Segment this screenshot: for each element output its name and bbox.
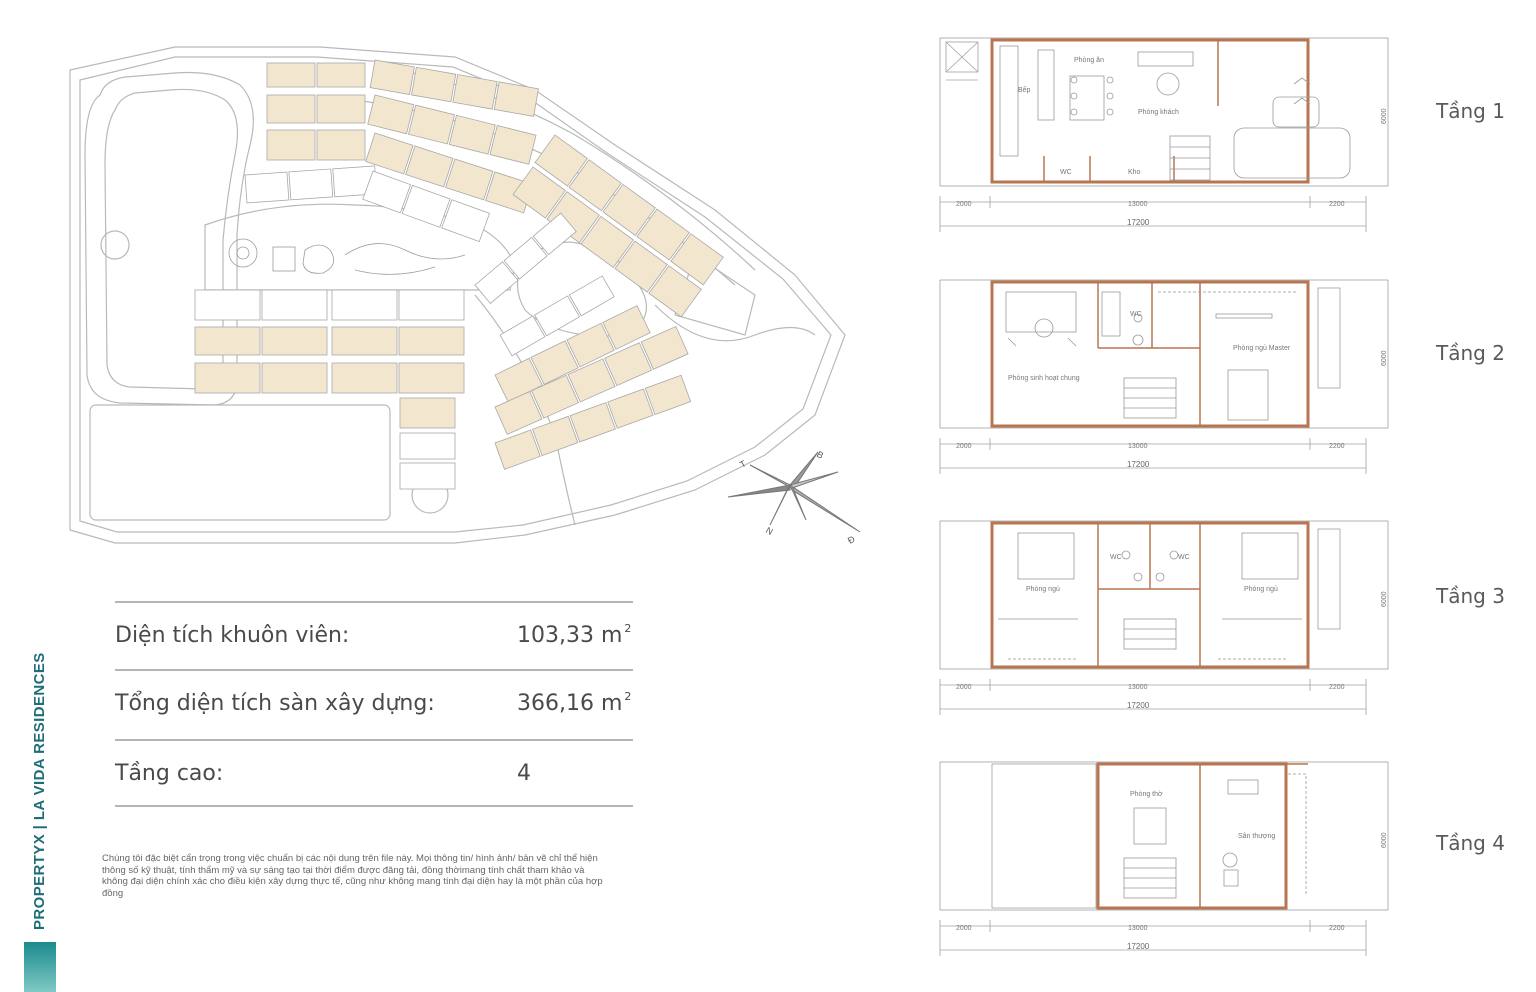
room-label: Bếp (1018, 85, 1031, 94)
floor-label-3: Tầng 3 (1436, 584, 1505, 608)
brand-accent-bar (24, 942, 56, 992)
brand-vertical-label: PROPERTYX | LA VIDA RESIDENCES (28, 600, 52, 930)
dim-total: 17200 (1127, 218, 1150, 227)
floor-plan-2: WC Phòng ngủ Master Phòng sinh hoạt chun… (939, 279, 1389, 474)
compass-letter-b: B (815, 449, 825, 461)
dim-depth: 6000 (1381, 108, 1388, 124)
room-label: Phòng thờ (1130, 791, 1163, 798)
dim-mid: 13000 (1128, 201, 1148, 208)
room-label: WC (1178, 554, 1190, 561)
dim-left: 2000 (956, 925, 972, 932)
room-label: Phòng ngủ (1244, 585, 1278, 593)
spec-row-floors: Tầng cao: 4 (115, 739, 633, 807)
compass-letter-d: Đ (846, 534, 857, 546)
dim-depth: 6000 (1381, 350, 1388, 366)
dim-right: 2200 (1329, 201, 1345, 208)
floor-label-2: Tầng 2 (1436, 341, 1505, 365)
dim-mid: 13000 (1128, 443, 1148, 450)
room-label: Kho (1128, 169, 1141, 176)
dim-mid: 13000 (1128, 925, 1148, 932)
floor-plan-3: WC WC Phòng ngủ Phòng ngủ 2000 13000 220… (939, 520, 1389, 715)
room-label: Phòng khách (1138, 109, 1179, 116)
room-label: WC (1060, 169, 1072, 176)
dim-depth: 6000 (1381, 832, 1388, 848)
site-master-plan (69, 46, 846, 544)
room-label: WC (1130, 311, 1142, 318)
dim-right: 2200 (1329, 925, 1345, 932)
room-label: Sân thượng (1238, 833, 1275, 840)
floor-label-4: Tầng 4 (1436, 831, 1505, 855)
dim-total: 17200 (1127, 460, 1150, 469)
room-label: WC (1110, 554, 1122, 561)
room-label: Phòng ngủ (1026, 585, 1060, 593)
room-label: Phòng ăn (1074, 57, 1104, 64)
spec-value: 4 (517, 761, 531, 786)
dim-right: 2200 (1329, 443, 1345, 450)
spec-label: Tổng diện tích sàn xây dựng: (115, 691, 435, 716)
floor-plan-1: Phòng ăn Bếp Phòng khách WC Kho 2000 130… (939, 37, 1389, 232)
dim-left: 2000 (956, 684, 972, 691)
dim-right: 2200 (1329, 684, 1345, 691)
room-label: Phòng sinh hoạt chung (1008, 375, 1080, 382)
room-label: Phòng ngủ Master (1233, 344, 1291, 352)
floor-label-1: Tầng 1 (1436, 99, 1505, 123)
dim-left: 2000 (956, 201, 972, 208)
disclaimer-text: Chúng tôi đặc biệt cẩn trọng trong việc … (102, 853, 603, 899)
dim-mid: 13000 (1128, 684, 1148, 691)
spec-label: Tầng cao: (115, 761, 224, 786)
compass-letter-n: N (764, 525, 775, 537)
floor-plan-4: Phòng thờ Sân thượng 2000 13000 2200 172… (939, 761, 1389, 956)
dim-total: 17200 (1127, 942, 1150, 951)
compass-letter-t: T (738, 458, 748, 470)
spec-label: Diện tích khuôn viên: (115, 623, 350, 648)
compass-rose-icon: T B N Đ (727, 449, 861, 546)
brand-text: PROPERTYX | LA VIDA RESIDENCES (31, 652, 48, 930)
dim-depth: 6000 (1381, 591, 1388, 607)
dim-total: 17200 (1127, 701, 1150, 710)
dim-left: 2000 (956, 443, 972, 450)
